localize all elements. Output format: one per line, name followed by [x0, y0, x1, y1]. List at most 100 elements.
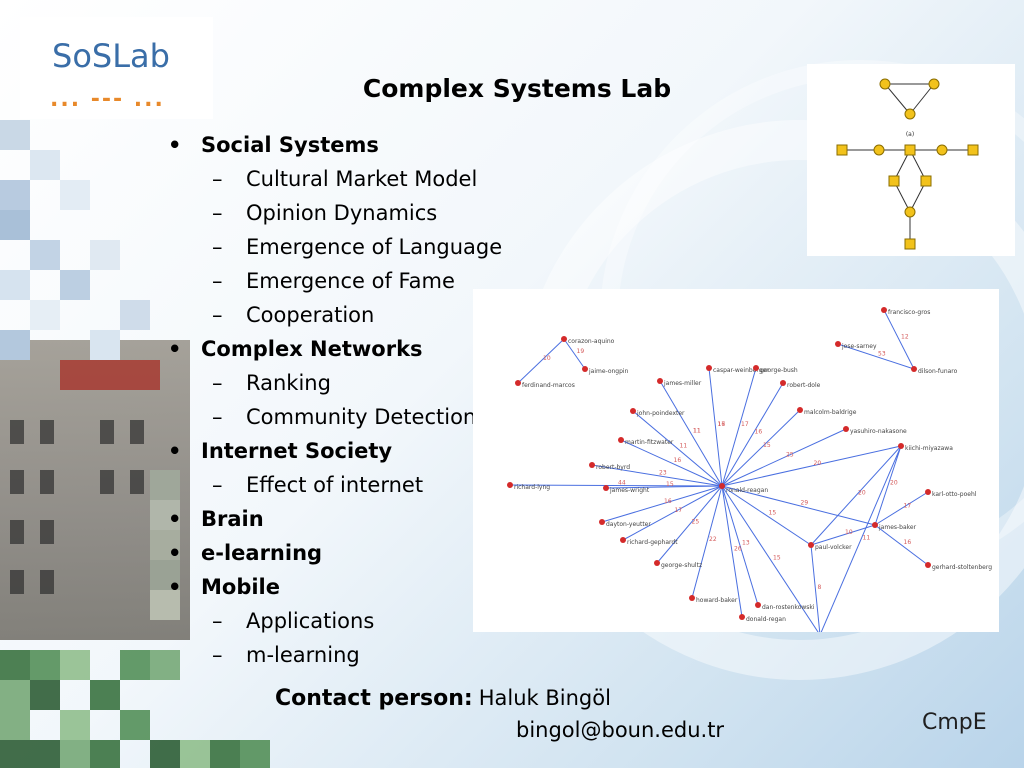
background-window — [10, 420, 24, 444]
item-text: Cooperation — [246, 303, 375, 327]
background-tile — [30, 300, 60, 330]
network-edge — [656, 485, 723, 564]
network-edge-label: 15 — [769, 510, 777, 517]
item-text: Brain — [201, 507, 264, 531]
network-edge-label: 11 — [680, 443, 688, 450]
background-green-tile — [0, 650, 30, 680]
network-node-label: ferdinand-marcos — [522, 382, 575, 389]
network-node-label: jaime-ongpin — [588, 368, 629, 375]
network-node-label: karl-otto-poehl — [932, 491, 977, 498]
network-node — [739, 614, 745, 620]
background-tile — [150, 500, 180, 530]
network-edge-label: 10 — [845, 529, 853, 536]
network-edge-label: 25 — [692, 519, 700, 526]
network-node-label: howard-baker — [696, 597, 738, 604]
network-edge — [721, 367, 757, 487]
network-edge-label: 13 — [742, 540, 750, 547]
background-green-tile — [90, 740, 120, 768]
background-green-tile — [60, 710, 90, 740]
network-edge-label: 16 — [904, 539, 912, 546]
background-window — [10, 520, 24, 544]
network-edge-label: 11 — [693, 428, 701, 435]
network-edge — [509, 484, 723, 487]
background-green-tile — [60, 740, 90, 768]
network-edge — [605, 485, 723, 489]
network-node-label: james-miller — [663, 380, 702, 387]
diagram-edge — [884, 83, 911, 115]
network-node — [808, 542, 814, 548]
background-tile — [0, 180, 30, 210]
background-green-tile — [90, 680, 120, 710]
network-edge-label: 20 — [814, 460, 822, 467]
background-window — [130, 420, 144, 444]
item-text: Emergence of Fame — [246, 269, 455, 293]
motif-diagram-svg: (a) — [836, 78, 979, 250]
dash-mark: – — [212, 609, 223, 633]
network-node-label: corazon-aquino — [568, 338, 615, 345]
subtopic-item: –Emergence of Language — [164, 230, 524, 264]
background-tile — [150, 530, 180, 560]
background-tile — [120, 300, 150, 330]
network-node — [599, 519, 605, 525]
background-green-tile — [0, 740, 30, 768]
dash-mark: – — [212, 235, 223, 259]
dash-mark: – — [212, 405, 223, 429]
background-tile — [0, 210, 30, 240]
dash-mark: – — [212, 303, 223, 327]
diagram-edge — [909, 83, 935, 115]
network-edge-label: 11 — [693, 428, 701, 435]
background-tile — [30, 150, 60, 180]
diagram-node — [879, 78, 891, 90]
background-green-tile — [210, 740, 240, 768]
network-edge-label: 10 — [543, 355, 551, 362]
network-edge — [721, 485, 812, 546]
network-edge-label: 17 — [675, 507, 683, 514]
background-tile — [60, 180, 90, 210]
item-text: Emergence of Language — [246, 235, 503, 259]
network-edge-label: 12 — [901, 334, 909, 341]
network-edge — [810, 524, 876, 546]
dash-mark: – — [212, 473, 223, 497]
diagram-node — [904, 144, 916, 156]
network-node — [630, 408, 636, 414]
diagram-caption: (a) — [906, 131, 914, 138]
network-edge — [563, 338, 586, 370]
network-edge — [721, 428, 847, 487]
network-node-label: john-poindexter — [636, 410, 685, 417]
network-node-label: dan-rostenkowski — [762, 604, 815, 611]
background-roof — [60, 360, 160, 390]
network-edge — [721, 409, 801, 487]
network-node-label: donald-regan — [746, 616, 786, 623]
bullet-mark: • — [168, 575, 182, 599]
diagram-node — [904, 238, 916, 250]
network-node-label: james-wright — [609, 487, 650, 494]
subtopic-item: –Community Detection — [164, 400, 524, 434]
background-window — [100, 420, 114, 444]
network-edge — [721, 382, 784, 487]
network-node-label: gerhard-stoltenberg — [932, 564, 992, 571]
item-text: Social Systems — [201, 133, 379, 157]
background-window — [40, 470, 54, 494]
network-edge — [819, 445, 902, 636]
network-edge — [517, 338, 565, 384]
network-node — [618, 437, 624, 443]
contact-name: Haluk Bingöl — [478, 686, 611, 710]
background-tile — [90, 240, 120, 270]
logo-morse-dots: ... --- ... — [50, 87, 165, 112]
diagram-node — [904, 206, 916, 218]
network-node-label: kiichi-miyazawa — [905, 445, 953, 452]
topic-item: •Internet Society — [164, 434, 524, 468]
subtopic-item: –Cooperation — [164, 298, 524, 332]
network-node — [835, 341, 841, 347]
network-edge-label: 25 — [786, 452, 794, 459]
background-green-tile — [30, 740, 60, 768]
contact-line: Contact person:Haluk Bingöl — [275, 686, 611, 711]
diagram-node — [967, 144, 979, 156]
network-node — [689, 595, 695, 601]
subtopic-item: –Effect of internet — [164, 468, 524, 502]
background-green-tile — [0, 710, 30, 740]
network-node — [843, 426, 849, 432]
item-text: Ranking — [246, 371, 331, 395]
network-edge-label: 20 — [858, 490, 866, 497]
background-tile — [30, 240, 60, 270]
